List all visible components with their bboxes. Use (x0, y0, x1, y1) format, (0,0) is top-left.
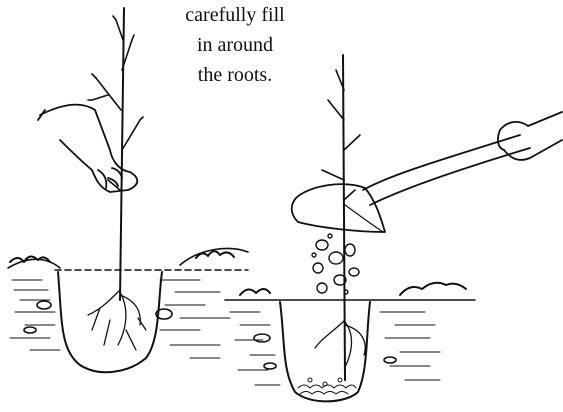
left-sapling (88, 8, 143, 300)
right-sapling (322, 55, 360, 380)
right-planting-scene (225, 55, 562, 401)
right-hand (498, 112, 562, 160)
right-roots (315, 320, 365, 365)
left-ground (8, 248, 248, 358)
falling-soil (312, 234, 359, 294)
shovel (292, 135, 530, 232)
right-hole-soil (298, 378, 356, 394)
left-roots (88, 290, 146, 350)
left-planting-scene (8, 8, 248, 372)
